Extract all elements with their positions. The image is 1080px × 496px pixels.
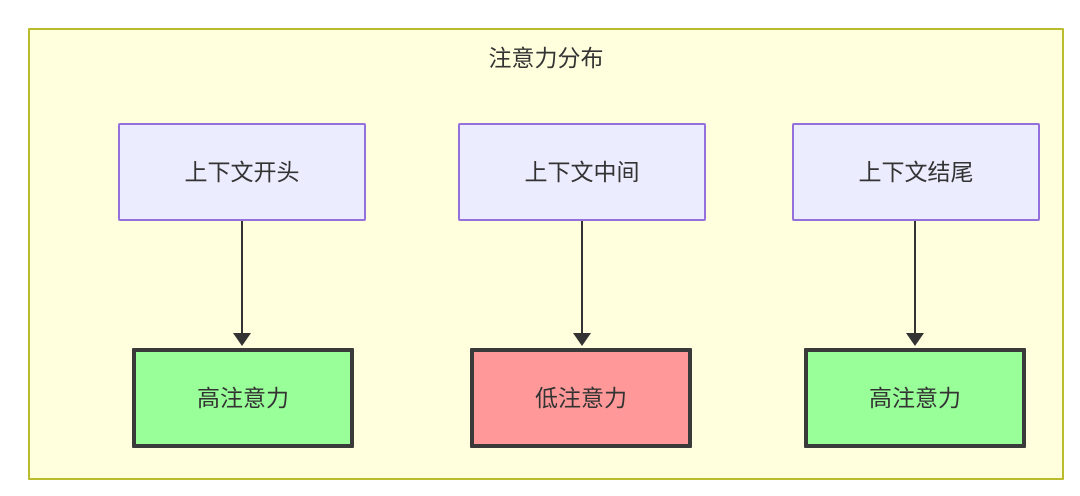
node-label: 上下文中间 <box>524 159 640 185</box>
node-label: 高注意力 <box>869 385 961 411</box>
node-low-attention-middle[interactable]: 低注意力 <box>470 348 692 448</box>
node-label: 高注意力 <box>197 385 289 411</box>
arrowhead-icon <box>233 333 251 346</box>
node-context-end[interactable]: 上下文结尾 <box>792 123 1040 221</box>
edge-line-end-to-high <box>914 221 916 335</box>
node-label: 上下文结尾 <box>858 159 974 185</box>
node-high-attention-start[interactable]: 高注意力 <box>132 348 354 448</box>
node-context-start[interactable]: 上下文开头 <box>118 123 366 221</box>
arrowhead-icon <box>573 333 591 346</box>
edge-line-middle-to-low <box>581 221 583 335</box>
node-high-attention-end[interactable]: 高注意力 <box>804 348 1026 448</box>
attention-distribution-group: 注意力分布 上下文开头 上下文中间 上下文结尾 高注意力 低注意力 高注意力 <box>28 28 1064 480</box>
arrowhead-icon <box>906 333 924 346</box>
node-context-middle[interactable]: 上下文中间 <box>458 123 706 221</box>
group-title: 注意力分布 <box>488 45 604 71</box>
node-label: 低注意力 <box>535 385 627 411</box>
node-label: 上下文开头 <box>184 159 300 185</box>
edge-line-start-to-high <box>241 221 243 335</box>
